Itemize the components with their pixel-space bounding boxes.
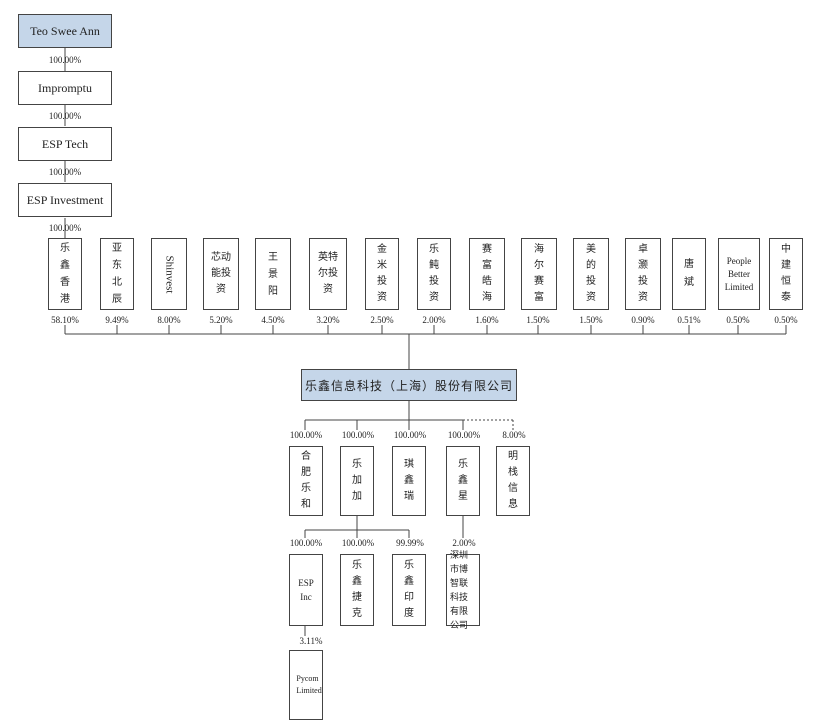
shareholder-box: 中建恒泰	[769, 238, 803, 310]
company-box: 乐鑫信息科技（上海）股份有限公司	[301, 369, 517, 401]
ownership-percent: 100.00%	[289, 538, 323, 548]
shareholder-box: 王景阳	[255, 238, 291, 310]
ownership-percent: 2.00%	[422, 315, 446, 325]
investee-box: 深圳市博智联科技有限公司	[446, 550, 480, 630]
ownership-percent: 8.00%	[502, 430, 526, 440]
ownership-percent: 1.60%	[475, 315, 499, 325]
ownership-percent: 5.20%	[209, 315, 233, 325]
shareholder-box: Shinvest	[151, 238, 187, 310]
owner-box: Teo Swee Ann	[18, 14, 112, 48]
shareholder-box: 乐鑫香港	[48, 238, 82, 310]
shareholder-box: 亚东北辰	[100, 238, 134, 310]
subsidiary-box: 乐加加	[340, 446, 374, 516]
subsidiary-box: 合肥乐和	[289, 446, 323, 516]
ownership-percent: 100.00%	[341, 538, 375, 548]
ownership-percent: 100.00%	[447, 430, 481, 440]
subsidiary-box: 乐鑫印度	[392, 554, 426, 626]
shareholder-box: 赛富皓海	[469, 238, 505, 310]
ownership-percent: 1.50%	[526, 315, 550, 325]
shareholder-box: 海尔赛富	[521, 238, 557, 310]
subsidiary-box: 乐鑫星	[446, 446, 480, 516]
ownership-percent: 100.00%	[289, 430, 323, 440]
entity-box: Impromptu	[18, 71, 112, 105]
subsidiary-box: 乐鑫捷克	[340, 554, 374, 626]
shareholder-box: 乐鲀投资	[417, 238, 451, 310]
ownership-percent: 100.00%	[48, 167, 82, 177]
ownership-percent: 100.00%	[48, 111, 82, 121]
subsidiary-box: 琪鑫瑞	[392, 446, 426, 516]
shareholder-box: 唐斌	[672, 238, 706, 310]
entity-box: ESP Tech	[18, 127, 112, 161]
shareholder-box: 美的投资	[573, 238, 609, 310]
ownership-percent: 0.90%	[631, 315, 655, 325]
ownership-percent: 100.00%	[341, 430, 375, 440]
shareholder-box: 英特尔投资	[309, 238, 347, 310]
shareholder-box: 芯动能投资	[203, 238, 239, 310]
ownership-percent: 2.50%	[370, 315, 394, 325]
shareholder-box: 金米投资	[365, 238, 399, 310]
ownership-percent: 100.00%	[393, 430, 427, 440]
ownership-percent: 4.50%	[261, 315, 285, 325]
ownership-percent: 2.00%	[452, 538, 476, 548]
investee-box: Pycom Limited	[289, 650, 323, 720]
ownership-percent: 0.50%	[774, 315, 798, 325]
ownership-percent: 100.00%	[48, 223, 82, 233]
ownership-percent: 9.49%	[105, 315, 129, 325]
subsidiary-box: ESP Inc	[289, 554, 323, 626]
ownership-percent: 8.00%	[157, 315, 181, 325]
ownership-percent: 58.10%	[51, 315, 79, 325]
ownership-percent: 3.20%	[316, 315, 340, 325]
ownership-percent: 99.99%	[396, 538, 424, 548]
shareholder-box: 卓灏投资	[625, 238, 661, 310]
ownership-percent: 0.50%	[726, 315, 750, 325]
ownership-percent: 0.51%	[677, 315, 701, 325]
ownership-percent: 1.50%	[579, 315, 603, 325]
entity-box: ESP Investment	[18, 183, 112, 217]
shareholder-box: People Better Limited	[718, 238, 760, 310]
subsidiary-box: 明栈信息	[496, 446, 530, 516]
ownership-percent: 100.00%	[48, 55, 82, 65]
ownership-percent: 3.11%	[299, 636, 323, 646]
